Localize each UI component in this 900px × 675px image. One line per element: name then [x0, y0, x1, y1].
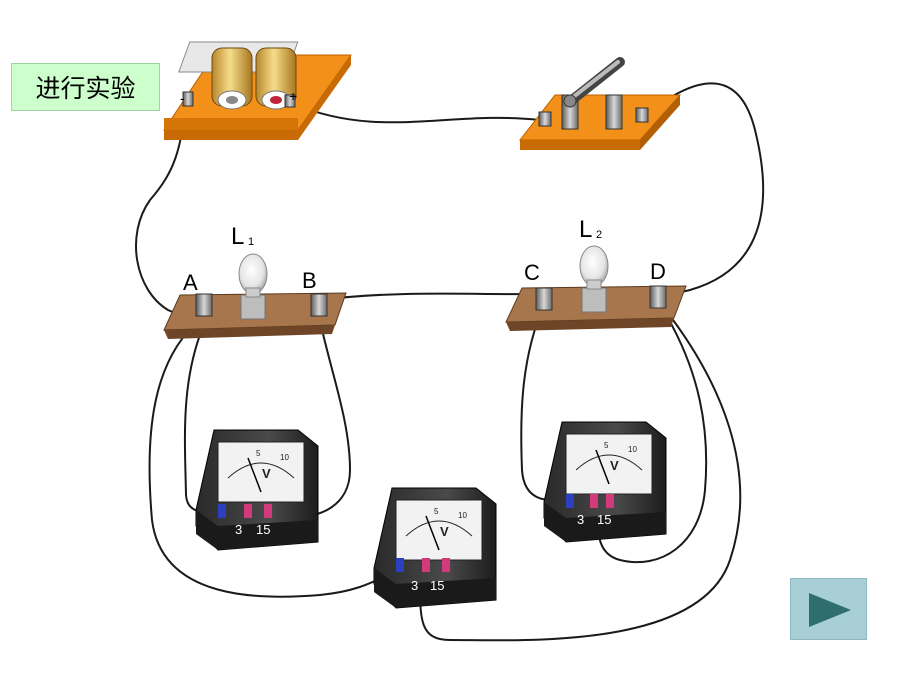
switch — [518, 57, 682, 150]
lamp-l2-letter: L — [579, 216, 592, 243]
voltmeter-1-unit: V — [262, 466, 271, 481]
wires — [135, 82, 765, 642]
battery: - + — [163, 41, 352, 140]
voltmeter-2-term-3: 3 — [411, 578, 418, 593]
wire-c-to-vm3-minus — [520, 304, 566, 502]
voltmeter-1: 5 10 V 3 15 — [195, 429, 319, 551]
battery-cell-left — [211, 47, 253, 110]
svg-text:10: 10 — [458, 511, 467, 520]
svg-text:5: 5 — [256, 449, 261, 458]
battery-plus-label: + — [289, 88, 297, 104]
voltmeter-1-term-3: 3 — [235, 522, 242, 537]
point-c-label: C — [524, 260, 540, 285]
lamp-l2-sub: 2 — [596, 229, 602, 241]
battery-minus-label: - — [180, 90, 185, 106]
labels: L 1 L 2 A B C D — [183, 216, 666, 295]
lamp-l1 — [163, 253, 347, 339]
point-a-label: A — [183, 270, 198, 295]
svg-text:5: 5 — [434, 507, 439, 516]
voltmeter-3-term-15: 15 — [597, 512, 611, 527]
wire-d-to-vm2-15 — [419, 307, 742, 642]
lamp-l2 — [505, 245, 687, 331]
wire-b-to-c — [319, 292, 541, 301]
voltmeter-1-term-15: 15 — [256, 522, 270, 537]
point-b-label: B — [302, 268, 317, 293]
voltmeter-2-term-15: 15 — [430, 578, 444, 593]
wire-d-to-vm3-15 — [597, 307, 708, 564]
svg-text:10: 10 — [628, 445, 637, 454]
svg-text:5: 5 — [604, 441, 609, 450]
lamp-l1-letter: L — [231, 223, 244, 250]
svg-text:10: 10 — [280, 453, 289, 462]
wire-battery-to-switch — [293, 103, 541, 124]
lamp-l1-sub: 1 — [248, 236, 254, 248]
next-button[interactable] — [790, 578, 867, 640]
voltmeter-3: 5 10 V 3 15 — [543, 421, 667, 543]
voltmeter-3-unit: V — [610, 458, 619, 473]
point-d-label: D — [650, 259, 666, 284]
wire-a-to-vm2-minus — [148, 317, 393, 598]
battery-cell-right — [255, 47, 297, 110]
voltmeter-2-unit: V — [440, 524, 449, 539]
play-arrow-icon — [809, 593, 851, 627]
voltmeter-3-term-3: 3 — [577, 512, 584, 527]
voltmeter-2: 5 10 V 3 15 — [373, 487, 497, 609]
page-title: 进行实验 — [11, 63, 160, 111]
